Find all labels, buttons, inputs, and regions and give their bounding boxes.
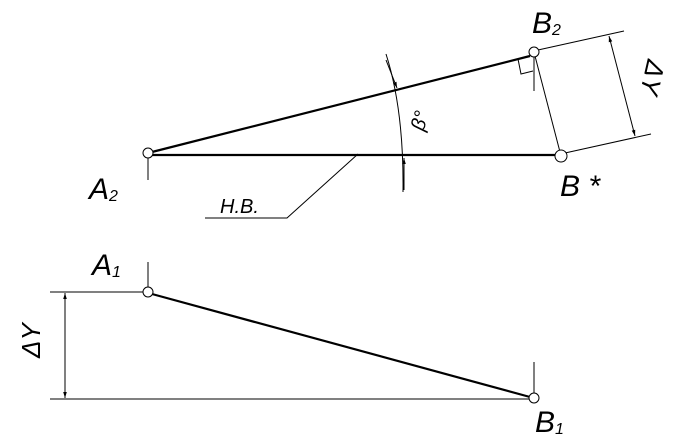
angle-arc xyxy=(385,53,404,193)
extension-line-bstar xyxy=(564,133,652,154)
segment-b2-bstar xyxy=(534,55,561,153)
segment-a1-b1 xyxy=(151,292,531,399)
label-b1: B1 xyxy=(535,406,564,439)
point-b1 xyxy=(528,392,540,404)
extension-line-b2 xyxy=(537,30,625,51)
label-angle-beta: β° xyxy=(407,109,434,134)
label-a2: A2 xyxy=(87,173,118,206)
point-bstar xyxy=(554,149,568,163)
leader-line xyxy=(205,153,359,219)
point-b2 xyxy=(528,46,540,58)
point-a2 xyxy=(142,147,154,159)
point-a1 xyxy=(142,286,154,298)
label-delta-y-bottom: ΔY xyxy=(16,322,46,359)
angle-arrow-top xyxy=(385,59,398,89)
label-a1: A1 xyxy=(90,249,121,282)
segment-a2-b2 xyxy=(147,54,531,155)
label-b2: B2 xyxy=(532,7,561,40)
dimension-line-delta-y-top xyxy=(608,35,636,137)
label-b-star: B * xyxy=(560,170,601,203)
label-delta-y-top: ΔY xyxy=(634,56,672,99)
label-true-length: Н.В. xyxy=(220,196,259,218)
right-angle-mark xyxy=(517,58,534,75)
